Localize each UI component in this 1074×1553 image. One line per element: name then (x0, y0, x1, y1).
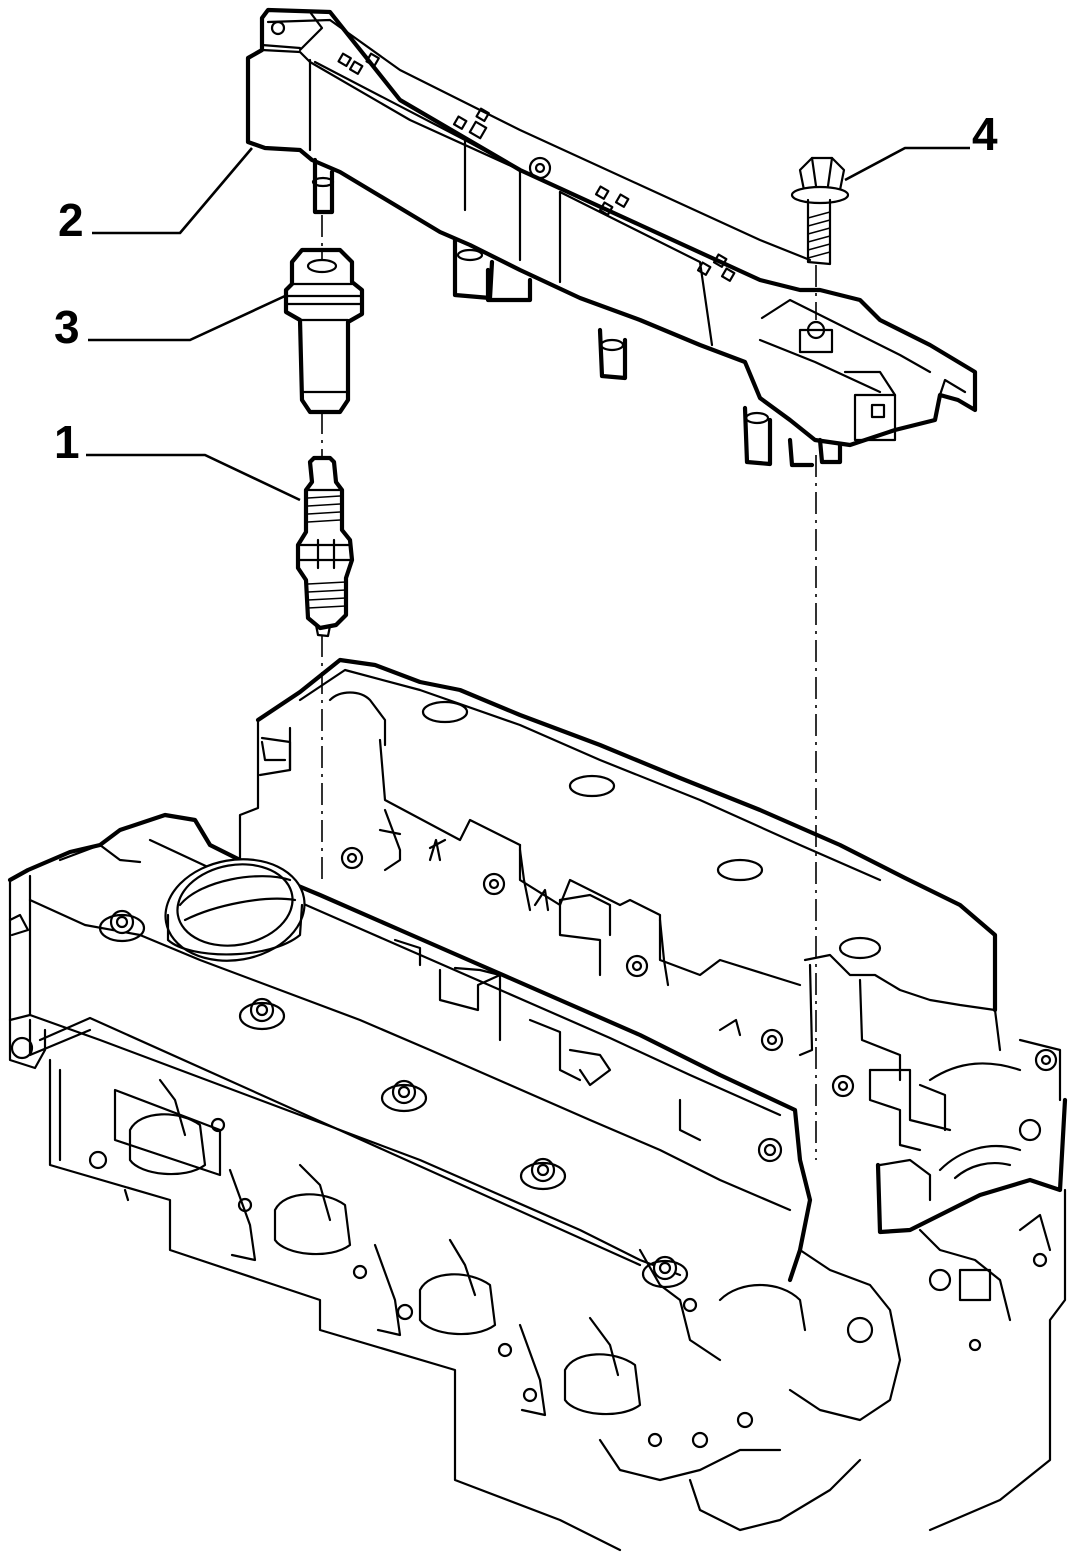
assembly-centerlines (321, 215, 817, 1160)
oil-filler-cap (164, 858, 306, 962)
cover-bolts (109, 846, 1058, 1281)
cylinder-head-assembly (7, 657, 1068, 1552)
callout-3-label: 3 (54, 301, 80, 353)
callout-1: 1 (54, 416, 301, 502)
spark-plug (295, 455, 355, 638)
callout-4-label: 4 (972, 108, 998, 160)
callout-1-label: 1 (54, 416, 80, 468)
flange-bolt (790, 156, 850, 266)
callout-3: 3 (54, 294, 286, 353)
callout-4-leader (844, 146, 970, 182)
intake-ports (113, 1088, 642, 1417)
callout-3-leader (88, 294, 286, 342)
callout-4: 4 (844, 108, 998, 182)
ignition-coil-rail (245, 7, 978, 468)
coil-boot (283, 247, 365, 415)
callout-2-label: 2 (58, 194, 84, 246)
callout-2-leader (92, 147, 253, 235)
callout-2: 2 (58, 147, 253, 246)
callout-1-leader (86, 453, 301, 502)
